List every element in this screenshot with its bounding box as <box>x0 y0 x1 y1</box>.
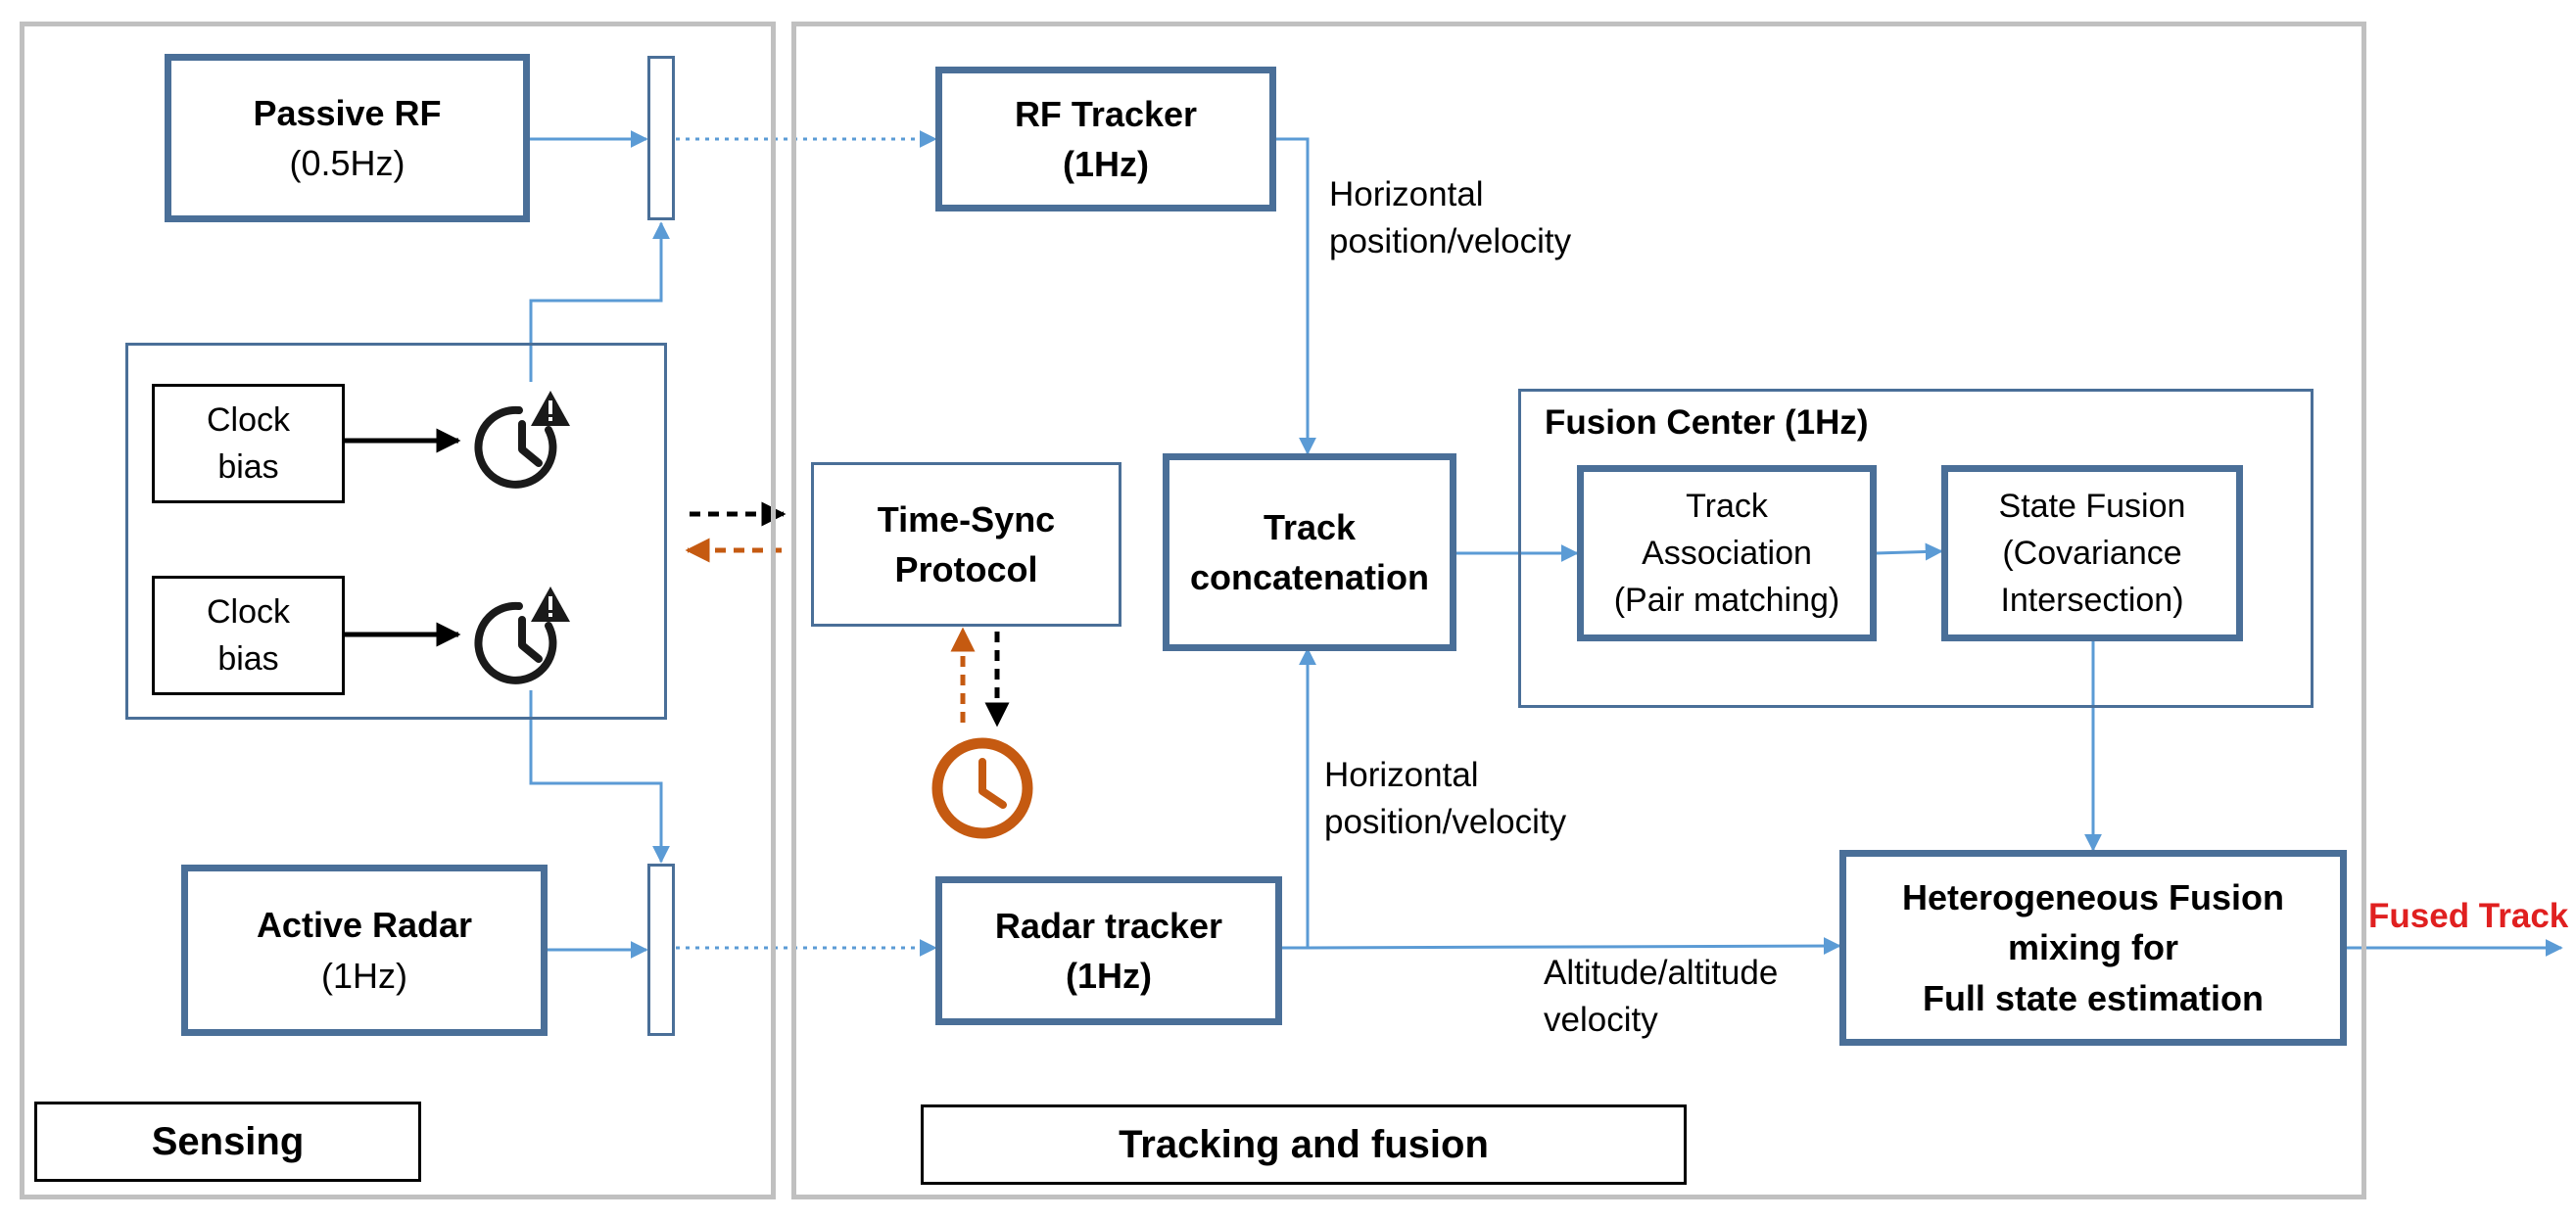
sensing-label-box: Sensing <box>34 1102 421 1182</box>
time-sync-line2: Protocol <box>894 549 1038 589</box>
clock-alert-icon <box>474 391 570 489</box>
radar-buffer <box>647 864 675 1036</box>
heterogeneous-fusion-line1: Heterogeneous Fusion <box>1901 877 2285 918</box>
active-radar-box: Active Radar (1Hz) <box>181 865 548 1036</box>
clock-bias-top-line2: bias <box>217 448 279 486</box>
arrow-rf-tracker-to-concat <box>1275 137 1316 455</box>
heterogeneous-fusion-line2: mixing for <box>2007 927 2178 968</box>
state-fusion-line3: Intersection) <box>2000 582 2184 620</box>
state-fusion-line2: (Covariance <box>2002 534 2182 572</box>
rf-tracker-rate: (1Hz) <box>1063 144 1149 184</box>
track-concatenation-line1: Track <box>1263 506 1357 547</box>
clock-bias-bottom-box: Clock bias <box>152 576 345 695</box>
radar-tracker-title: Radar tracker <box>994 905 1223 946</box>
clock-bias-top-box: Clock bias <box>152 384 345 503</box>
heterogeneous-fusion-line3: Full state estimation <box>1922 977 2265 1018</box>
track-concatenation-line2: concatenation <box>1189 557 1430 597</box>
horizontal-label-bottom-line2: position/velocity <box>1324 803 1567 842</box>
time-sync-box: Time-Sync Protocol <box>811 462 1121 627</box>
clock-bias-bottom-line2: bias <box>217 640 279 678</box>
track-association-box: Track Association (Pair matching) <box>1577 465 1877 641</box>
horizontal-label-top: Horizontal position/velocity <box>1329 171 1571 266</box>
track-association-line2: Association <box>1642 534 1812 572</box>
time-sync-line1: Time-Sync <box>877 498 1056 540</box>
arrow-clock-to-top-buffer <box>529 221 670 382</box>
clock-alert-icon <box>474 587 570 684</box>
rf-buffer <box>647 56 675 220</box>
horizontal-label-top-line2: position/velocity <box>1329 222 1572 261</box>
fusion-center-title: Fusion Center (1Hz) <box>1545 403 1869 442</box>
passive-rf-rate: (0.5Hz) <box>289 143 405 183</box>
horizontal-label-bottom-line1: Horizontal <box>1324 756 1479 794</box>
sensing-label: Sensing <box>151 1119 305 1163</box>
altitude-label: Altitude/altitude velocity <box>1544 950 1778 1045</box>
arrow-association-to-state-fusion <box>1875 542 1943 561</box>
clock-bias-bottom-line1: Clock <box>206 592 291 631</box>
horizontal-label-bottom: Horizontal position/velocity <box>1324 752 1566 847</box>
state-fusion-line1: State Fusion <box>1998 487 2186 525</box>
active-radar-title: Active Radar <box>256 905 473 946</box>
tracking-label-box: Tracking and fusion <box>921 1104 1687 1185</box>
active-radar-rate: (1Hz) <box>321 955 407 996</box>
track-concatenation-box: Track concatenation <box>1163 453 1456 651</box>
fused-track-label: Fused Track <box>2368 897 2569 935</box>
clock-icon <box>931 737 1033 839</box>
track-association-line1: Track <box>1686 487 1768 525</box>
horizontal-label-top-line1: Horizontal <box>1329 175 1484 213</box>
arrow-clock-to-bottom-buffer <box>529 690 670 864</box>
radar-tracker-box: Radar tracker (1Hz) <box>935 876 1282 1025</box>
state-fusion-box: State Fusion (Covariance Intersection) <box>1941 465 2243 641</box>
passive-rf-title: Passive RF <box>253 92 442 133</box>
altitude-label-line2: velocity <box>1544 1001 1658 1040</box>
passive-rf-box: Passive RF (0.5Hz) <box>165 54 530 222</box>
rf-tracker-box: RF Tracker (1Hz) <box>935 67 1276 211</box>
rf-tracker-title: RF Tracker <box>1014 93 1198 134</box>
heterogeneous-fusion-box: Heterogeneous Fusion mixing for Full sta… <box>1839 850 2347 1046</box>
radar-tracker-rate: (1Hz) <box>1066 956 1152 996</box>
clock-bias-top-line1: Clock <box>206 400 291 439</box>
sensing-panel <box>20 22 776 1199</box>
fusion-center-group <box>1518 389 2314 708</box>
tracking-label: Tracking and fusion <box>1119 1122 1489 1166</box>
arrow-radar-tracker-to-hetero <box>1307 937 1841 956</box>
track-association-line3: (Pair matching) <box>1613 582 1840 620</box>
altitude-label-line1: Altitude/altitude <box>1544 954 1779 992</box>
clock-group <box>125 343 667 720</box>
tracking-panel <box>791 22 2366 1199</box>
